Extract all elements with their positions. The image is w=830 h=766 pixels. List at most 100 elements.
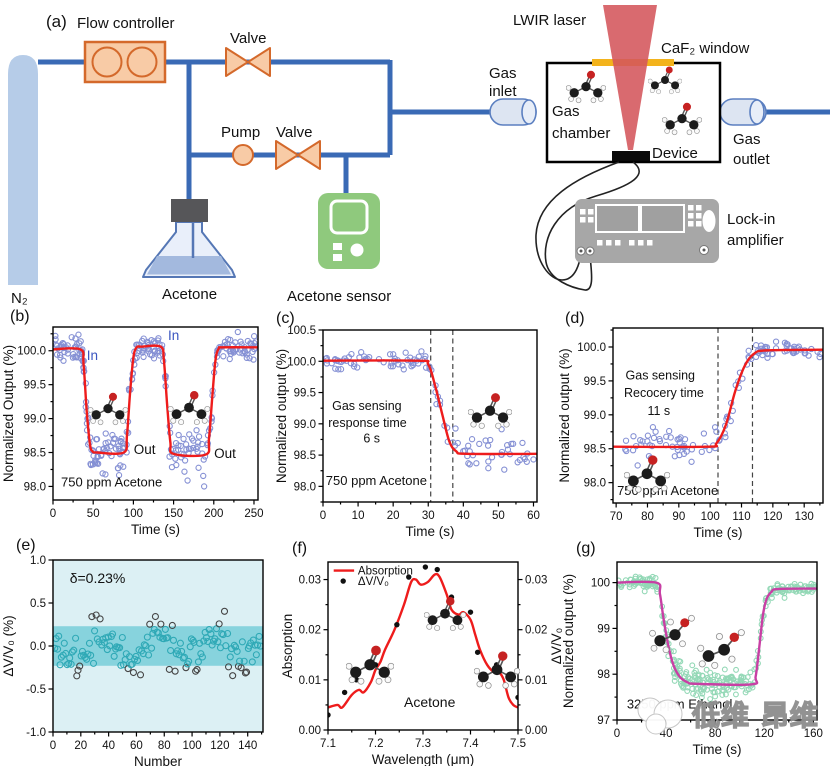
lwir-laser-label: LWIR laser [513,12,586,29]
svg-text:0: 0 [614,728,620,740]
svg-text:750 ppm Acetone: 750 ppm Acetone [326,473,427,488]
lockin-amplifier [575,199,719,263]
svg-text:80: 80 [158,740,171,752]
svg-text:Normalized Output (%): Normalized Output (%) [1,345,16,482]
svg-text:120: 120 [210,740,229,752]
svg-text:Normalized output (%): Normalized output (%) [557,348,572,482]
acetone-label: Acetone [162,286,217,303]
svg-text:40: 40 [457,510,470,522]
svg-text:Recocery time: Recocery time [624,386,704,400]
svg-text:Acetone: Acetone [404,694,456,710]
svg-text:200: 200 [204,508,223,520]
svg-text:Gas sensing: Gas sensing [332,399,402,413]
svg-text:20: 20 [387,510,400,522]
device-chip [612,151,650,161]
svg-text:7.4: 7.4 [463,738,480,750]
svg-text:50: 50 [492,510,505,522]
lockin-label-1: Lock-in [727,211,775,228]
svg-text:0: 0 [50,740,56,752]
device-label: Device [652,145,698,162]
gas-chamber-label-1: Gas [552,103,580,120]
svg-text:11 s: 11 s [647,404,670,418]
svg-text:ΔV/V₀: ΔV/V₀ [549,628,564,664]
gas-chamber-label-2: chamber [552,125,610,142]
svg-text:0.00: 0.00 [525,725,547,737]
svg-text:99.5: 99.5 [24,380,46,392]
svg-text:Normalized output (%): Normalized output (%) [274,349,289,483]
laser-beam [603,5,657,150]
svg-text:7.3: 7.3 [415,738,431,750]
svg-text:0.0: 0.0 [30,641,46,653]
svg-text:100: 100 [182,740,201,752]
svg-text:99: 99 [597,623,610,635]
svg-text:-1.0: -1.0 [26,727,46,739]
svg-text:Wavelength (μm): Wavelength (μm) [372,752,475,766]
svg-text:110: 110 [732,511,750,523]
svg-text:99.0: 99.0 [294,419,316,431]
svg-text:(e): (e) [16,537,36,554]
pump [232,144,254,166]
setup-schematic: (a) Flow controller Valve Pump Valve N₂ … [8,5,830,307]
svg-text:(b): (b) [10,308,30,325]
svg-text:99.5: 99.5 [294,388,316,400]
svg-text:98: 98 [597,669,610,681]
flow-controller-label: Flow controller [77,15,175,32]
svg-text:750 ppm Acetone: 750 ppm Acetone [61,474,162,489]
gas-outlet-label-1: Gas [733,131,761,148]
caf2-window-label: CaF₂ window [661,40,750,57]
svg-text:0.5: 0.5 [30,598,46,610]
watermark-logo [637,697,683,735]
svg-text:98.5: 98.5 [294,450,316,462]
svg-text:ΔV/V₀: ΔV/V₀ [358,576,389,588]
valve-top-label: Valve [230,30,266,47]
svg-text:20: 20 [74,740,87,752]
flow-controller [83,40,167,84]
svg-text:In: In [87,348,98,363]
valve-bottom [275,140,321,170]
acetone-flask [142,199,236,278]
valve-top [225,47,271,77]
gas-outlet-port [719,98,767,126]
svg-text:ΔV/V₀ (%): ΔV/V₀ (%) [1,615,16,676]
n2-label: N₂ [11,290,28,307]
svg-text:Out: Out [214,446,236,461]
svg-text:0.03: 0.03 [525,575,547,587]
svg-text:0: 0 [320,510,326,522]
svg-text:(g): (g) [576,540,596,557]
svg-text:0.01: 0.01 [299,675,321,687]
svg-text:97: 97 [597,715,610,727]
svg-text:0.01: 0.01 [525,675,547,687]
svg-text:100: 100 [591,578,610,590]
acetone-sensor-label: Acetone sensor [287,288,391,305]
svg-text:140: 140 [238,740,257,752]
svg-text:250: 250 [244,508,263,520]
svg-text:100.0: 100.0 [577,342,606,354]
svg-text:98.0: 98.0 [294,481,316,493]
svg-text:100.0: 100.0 [287,356,316,368]
svg-text:99.5: 99.5 [584,376,606,388]
svg-text:Gas sensing: Gas sensing [626,369,696,383]
svg-text:Time (s): Time (s) [693,742,742,757]
svg-text:80: 80 [709,728,722,740]
svg-text:98.5: 98.5 [584,444,606,456]
svg-text:Normalized output (%): Normalized output (%) [561,574,576,708]
svg-text:100: 100 [124,508,143,520]
svg-text:6 s: 6 s [363,432,380,446]
svg-text:δ=0.23%: δ=0.23% [70,570,126,586]
panel-a-letter: (a) [46,12,67,31]
svg-text:Time (s): Time (s) [131,522,180,537]
svg-text:Out: Out [134,442,156,457]
svg-text:0.02: 0.02 [299,625,321,637]
svg-text:130: 130 [795,511,814,523]
lockin-label-2: amplifier [727,232,784,249]
svg-text:60: 60 [130,740,143,752]
svg-text:750 ppm Acetone: 750 ppm Acetone [617,483,718,498]
gas-inlet-port [489,98,537,126]
svg-text:120: 120 [755,728,774,740]
svg-text:response time: response time [328,416,407,430]
